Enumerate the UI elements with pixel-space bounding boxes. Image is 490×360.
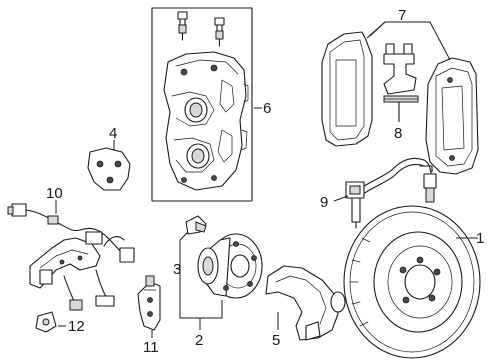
callout-4: 4	[109, 125, 117, 142]
leader-7-arrow	[369, 21, 386, 37]
splash-bracket	[87, 147, 131, 191]
speed-sensor	[137, 275, 161, 331]
leader-9	[333, 195, 349, 202]
callout-10: 10	[46, 185, 63, 202]
pad-hardware-clip	[383, 43, 419, 122]
callout-9: 9	[320, 194, 328, 211]
leader-3-arrow	[179, 231, 189, 241]
brake-pad-outer	[425, 57, 479, 175]
abs-sensor-harness	[7, 203, 135, 311]
caliper-frame	[151, 7, 253, 202]
callout-7: 7	[398, 7, 406, 24]
dust-shield	[265, 265, 346, 341]
mounting-clip	[35, 311, 57, 333]
brake-hose	[345, 157, 437, 229]
brake-caliper	[163, 51, 249, 191]
brake-rotor	[343, 205, 481, 359]
callout-3: 3	[173, 261, 181, 278]
callout-6: 6	[263, 100, 271, 117]
bleeder-screw-left	[177, 11, 188, 41]
callout-2: 2	[195, 332, 203, 349]
callout-12: 12	[68, 318, 85, 335]
callout-8: 8	[394, 125, 402, 142]
leader-2-bracket	[179, 240, 223, 319]
wheel-hub-bearing	[197, 233, 263, 299]
bleeder-screw-right	[214, 17, 225, 47]
wheel-stud	[185, 215, 207, 235]
caliper-group-box	[151, 7, 253, 202]
callout-5: 5	[272, 332, 280, 349]
callout-11: 11	[143, 339, 159, 356]
callout-1: 1	[476, 230, 484, 247]
brake-pad-inner	[321, 31, 373, 147]
